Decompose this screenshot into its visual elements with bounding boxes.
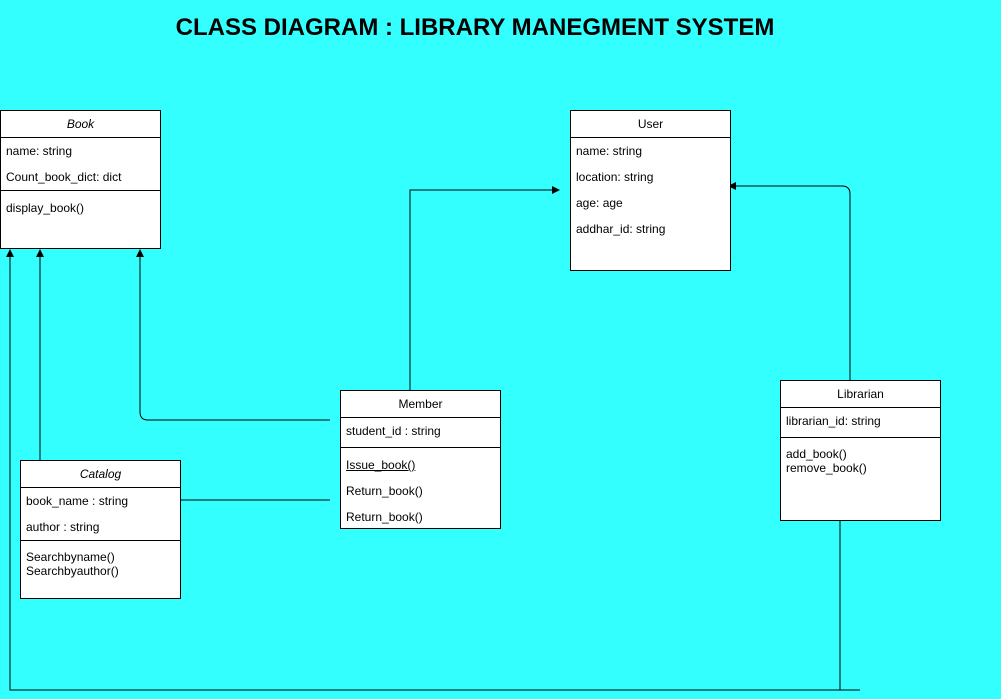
class-librarian-methods: add_book() remove_book() — [781, 438, 940, 475]
class-book-attribute: name: string — [6, 144, 73, 158]
class-librarian[interactable]: Librarian librarian_id: string add_book(… — [780, 380, 941, 521]
connector-member-user — [409, 186, 560, 390]
class-book-attributes: name: string Count_book_dict: dict — [1, 138, 160, 191]
class-user-attribute: addhar_id: string — [576, 222, 666, 236]
connector-member-book — [136, 249, 330, 421]
class-member-method: Return_book() — [346, 484, 423, 498]
class-user-attributes: name: string location: string age: age a… — [571, 138, 730, 242]
class-member-methods: Issue_book() Return_book() Return_book() — [341, 448, 500, 530]
class-user-attribute: location: string — [576, 170, 654, 184]
class-member-attribute: student_id : string — [346, 424, 441, 438]
class-book-attribute: Count_book_dict: dict — [6, 170, 122, 184]
class-book[interactable]: Book name: string Count_book_dict: dict … — [0, 110, 161, 249]
diagram-title: CLASS DIAGRAM : LIBRARY MANEGMENT SYSTEM — [175, 14, 775, 41]
connector-librarian-book — [10, 250, 860, 691]
class-catalog-name: Catalog — [21, 461, 180, 488]
class-user-attribute: age: age — [576, 196, 623, 210]
class-book-name: Book — [1, 111, 160, 138]
class-catalog-method: Searchbyname() — [26, 550, 115, 564]
class-user-name: User — [571, 111, 730, 138]
class-librarian-attribute: librarian_id: string — [786, 414, 881, 428]
class-member-name: Member — [341, 391, 500, 418]
class-member-method: Issue_book() — [346, 458, 416, 472]
class-catalog-attributes: book_name : string author : string — [21, 488, 180, 541]
class-catalog[interactable]: Catalog book_name : string author : stri… — [20, 460, 181, 599]
class-catalog-method: Searchbyauthor() — [26, 564, 119, 578]
class-member-method: Return_book() — [346, 510, 423, 524]
class-catalog-methods: Searchbyname() Searchbyauthor() — [21, 541, 180, 578]
class-librarian-attributes: librarian_id: string — [781, 408, 940, 438]
class-catalog-attribute: author : string — [26, 520, 100, 534]
class-user-attribute: name: string — [576, 144, 643, 158]
connector-librarian-user — [728, 182, 851, 380]
class-book-methods: display_book() — [1, 195, 160, 221]
class-member[interactable]: Member student_id : string Issue_book() … — [340, 390, 501, 529]
class-member-attributes: student_id : string — [341, 418, 500, 448]
class-librarian-name: Librarian — [781, 381, 940, 408]
class-book-method: display_book() — [6, 201, 85, 215]
class-user[interactable]: User name: string location: string age: … — [570, 110, 731, 271]
class-librarian-method: remove_book() — [786, 461, 867, 475]
class-librarian-method: add_book() — [786, 447, 847, 461]
class-catalog-attribute: book_name : string — [26, 494, 129, 508]
